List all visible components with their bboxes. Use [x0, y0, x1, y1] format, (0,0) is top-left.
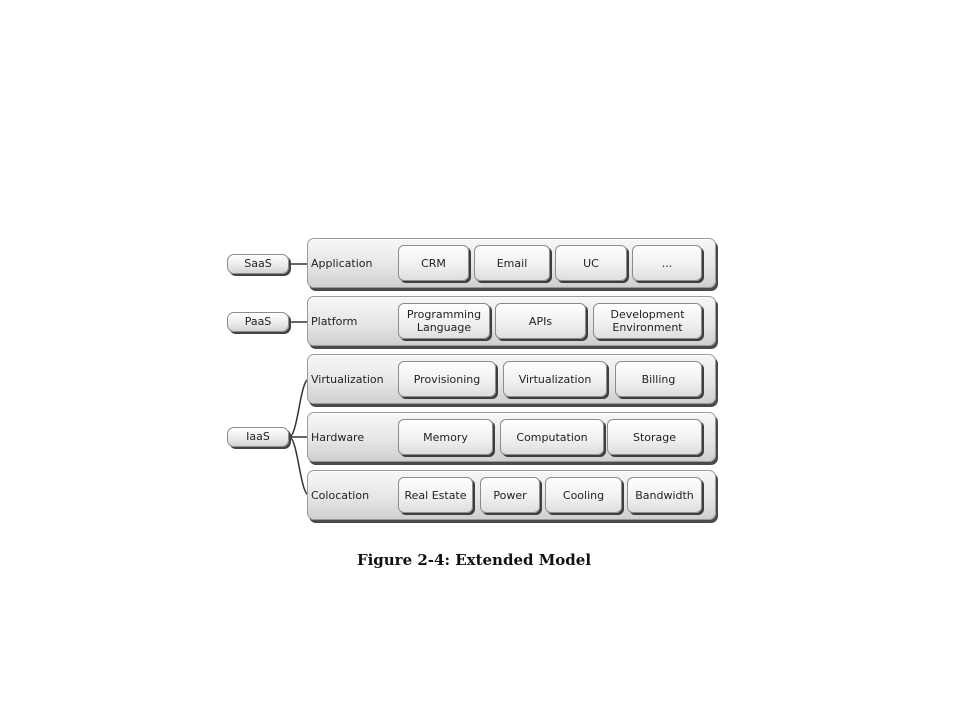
uc-box: UC [555, 245, 627, 281]
layer-label: Colocation [311, 489, 370, 502]
virtualization-layer: Virtualization Provisioning Virtualizati… [307, 354, 716, 404]
development-environment-box: Development Environment [593, 303, 702, 339]
cooling-box: Cooling [545, 477, 622, 513]
iaas-label: IaaS [227, 427, 289, 447]
memory-box: Memory [398, 419, 493, 455]
figure-caption: Figure 2-4: Extended Model [356, 551, 592, 569]
more-box: ... [632, 245, 702, 281]
layer-label: Hardware [311, 431, 365, 444]
real-estate-box: Real Estate [398, 477, 473, 513]
layer-label: Platform [311, 315, 358, 328]
hardware-layer: Hardware Memory Computation Storage [307, 412, 716, 462]
iaas-virtualization-connector [288, 378, 310, 438]
storage-box: Storage [607, 419, 702, 455]
virtualization-box: Virtualization [503, 361, 607, 397]
billing-box: Billing [615, 361, 702, 397]
colocation-layer: Colocation Real Estate Power Cooling Ban… [307, 470, 716, 520]
power-box: Power [480, 477, 540, 513]
saas-label: SaaS [227, 254, 289, 274]
paas-label: PaaS [227, 312, 289, 332]
provisioning-box: Provisioning [398, 361, 496, 397]
crm-box: CRM [398, 245, 469, 281]
apis-box: APIs [495, 303, 586, 339]
layer-label: Application [311, 257, 373, 270]
bandwidth-box: Bandwidth [627, 477, 702, 513]
email-box: Email [474, 245, 550, 281]
platform-layer: Platform Programming Language APIs Devel… [307, 296, 716, 346]
iaas-colocation-connector [288, 436, 310, 496]
programming-language-box: Programming Language [398, 303, 490, 339]
application-layer: Application CRM Email UC ... [307, 238, 716, 288]
computation-box: Computation [500, 419, 604, 455]
layer-label: Virtualization [311, 373, 384, 386]
